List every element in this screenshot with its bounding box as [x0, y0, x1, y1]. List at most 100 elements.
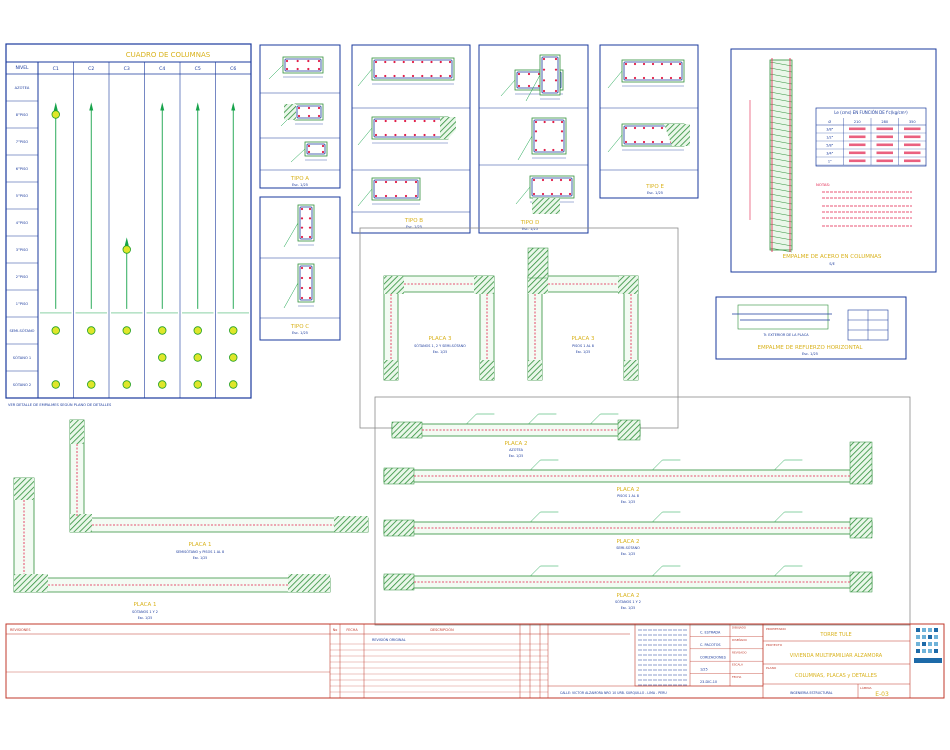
- logo-dot: [928, 635, 932, 639]
- logo-dot: [916, 642, 920, 646]
- tipo-d-panel: TIPO D Esc. 1/25: [478, 44, 589, 234]
- placa-3-sotanos: PLACA 3 SÓTANOS 1, 2 Y SEMI-SÓTANO Esc. …: [383, 275, 495, 381]
- column-section-detail: [290, 141, 328, 163]
- empalme-table-cell: 5/8": [826, 144, 833, 148]
- placa-3-pisos-sub: PISOS 1 AL 8: [572, 344, 594, 348]
- empalme-table-cell: 1": [828, 160, 832, 164]
- logo-dot: [934, 628, 938, 632]
- tipo-b-panel: TIPO B Esc. 1/25: [351, 44, 471, 234]
- label-lamina: LÁMINA: [860, 685, 873, 690]
- cuadro-column-header: C4: [159, 66, 165, 72]
- revisions-desc-header: DESCRIPCIÓN: [430, 627, 454, 632]
- arrow-head: [53, 102, 58, 111]
- title-block: No FECHA DESCRIPCIÓN REVISIÓN ORIGINAL R…: [5, 623, 945, 699]
- placa-2-scale: Esc. 1/25: [621, 500, 636, 504]
- placa-1-sotanos-sub: SÓTANOS 1 Y 2: [132, 609, 158, 614]
- client-name: TORRE TULE: [819, 632, 851, 638]
- placa-1-sotanos-title: PLACA 1: [133, 602, 156, 608]
- tipo-a-title: TIPO A: [290, 176, 309, 182]
- placa-3-pisos: PLACA 3 PISOS 1 AL 8 Esc. 1/25: [527, 247, 639, 381]
- column-section-symbol: [51, 326, 60, 335]
- placa-2-scale: Esc. 1/25: [621, 606, 636, 610]
- revisions-header: REVISIONES: [10, 628, 30, 632]
- title-block-field-value: 1/25: [700, 668, 708, 672]
- column-section-symbol: [87, 380, 96, 389]
- arrow-head: [231, 102, 236, 111]
- logo-dot: [916, 649, 920, 653]
- empalme-notes-title: NOTAS:: [816, 182, 830, 187]
- column-section-detail: [357, 116, 449, 146]
- column-section-symbol: [158, 380, 167, 389]
- placa-2-title: PLACA 2: [616, 487, 639, 493]
- cuadro-row-label: 2°PISO: [16, 275, 29, 279]
- empalme-table-header: Ø: [828, 119, 831, 124]
- arrow-head: [195, 102, 200, 111]
- placa-1-sotanos-scale: Esc. 1/25: [138, 616, 153, 620]
- project-title: VIVIENDA MULTIFAMILIAR ALZAMORA: [790, 653, 883, 659]
- column-section-symbol: [122, 245, 131, 254]
- placa-2-sub: AZOTEA: [509, 448, 524, 452]
- cuadro-row-label: 4°PISO: [16, 221, 29, 225]
- placa-3-pisos-title: PLACA 3: [571, 336, 595, 342]
- cuadro-row-label: 3°PISO: [16, 248, 29, 252]
- column-section-detail: [283, 263, 315, 309]
- column-section-symbol: [51, 380, 60, 389]
- placa-3-sotanos-title: PLACA 3: [428, 336, 452, 342]
- placa-3-pisos-scale: Esc. 1/25: [576, 350, 591, 354]
- cuadro-column-header: C2: [88, 66, 94, 72]
- tipo-c-panel: TIPO C Esc. 1/25: [259, 196, 341, 341]
- logo-dot: [922, 628, 926, 632]
- empalme-table-cell: 1/2": [826, 136, 833, 140]
- project-address: CALLE: VICTOR ALZAMORA NRO 10 URB. SURQU…: [560, 691, 667, 695]
- logo-dot: [916, 628, 920, 632]
- sheet-number: E-03: [875, 691, 889, 698]
- tipo-b-title: TIPO B: [404, 218, 423, 224]
- column-section-symbol: [193, 326, 202, 335]
- placa-1-pisos: PLACA 1 SEMISÓTANO y PISOS 1 AL 8 Esc. 1…: [69, 419, 369, 560]
- label-cliente: PROPIETARIO: [766, 627, 786, 631]
- tipo-e-scale: Esc. 1/25: [647, 191, 663, 195]
- tipo-c-title: TIPO C: [290, 324, 309, 330]
- empalme-table-header: 350: [909, 120, 917, 124]
- tipo-d-scale: Esc. 1/25: [522, 227, 538, 231]
- revisions-row-1: REVISIÓN ORIGINAL: [372, 637, 406, 642]
- cuadro-column-header: C3: [124, 66, 130, 72]
- column-section-detail: [357, 177, 421, 207]
- placa-2-sub: SEMI-SÓTANO: [616, 545, 640, 550]
- column-section-symbol: [229, 380, 238, 389]
- logo-dot: [928, 649, 932, 653]
- column-section-detail: [517, 117, 567, 161]
- company-logo: [914, 628, 942, 663]
- column-section-detail: [280, 103, 324, 127]
- placa-2-title: PLACA 2: [504, 441, 527, 447]
- label-plano: PLANO: [766, 666, 777, 670]
- sheet-title: COLUMNAS, PLACAS y DETALLES: [795, 673, 877, 679]
- empalme-table-cell: 3/4": [826, 152, 833, 156]
- title-block-field-label: DIBUJADO: [732, 626, 747, 630]
- title-block-field-label: REVISADO: [732, 650, 747, 654]
- placa-3-sotanos-sub: SÓTANOS 1, 2 Y SEMI-SÓTANO: [414, 343, 466, 348]
- cuadro-row-label: 7°PISO: [16, 140, 29, 144]
- logo-dot: [928, 628, 932, 632]
- cuadro-header-level: NIVEL: [15, 65, 29, 71]
- column-section-symbol: [51, 110, 60, 119]
- title-block-field-label: FECHA: [732, 675, 741, 679]
- placa-3-sotanos-scale: Esc. 1/25: [433, 350, 448, 354]
- empalme-refuerzo-title: EMPALME DE REFUERZO HORIZONTAL: [758, 345, 864, 351]
- revisions-no-header: No: [333, 628, 338, 632]
- logo-dot: [916, 635, 920, 639]
- title-block-field-value: CORIZACIONES: [700, 655, 726, 659]
- column-section-detail: [268, 56, 324, 80]
- placa-2-sub: PISOS 1 AL 8: [617, 494, 639, 498]
- empalme-refuerzo-panel: Tr. EXTERIOR DE LA PLACA EMPALME DE REFU…: [715, 296, 907, 360]
- cuadro-row-label: 8°PISO: [16, 113, 29, 117]
- column-section-symbol: [158, 353, 167, 362]
